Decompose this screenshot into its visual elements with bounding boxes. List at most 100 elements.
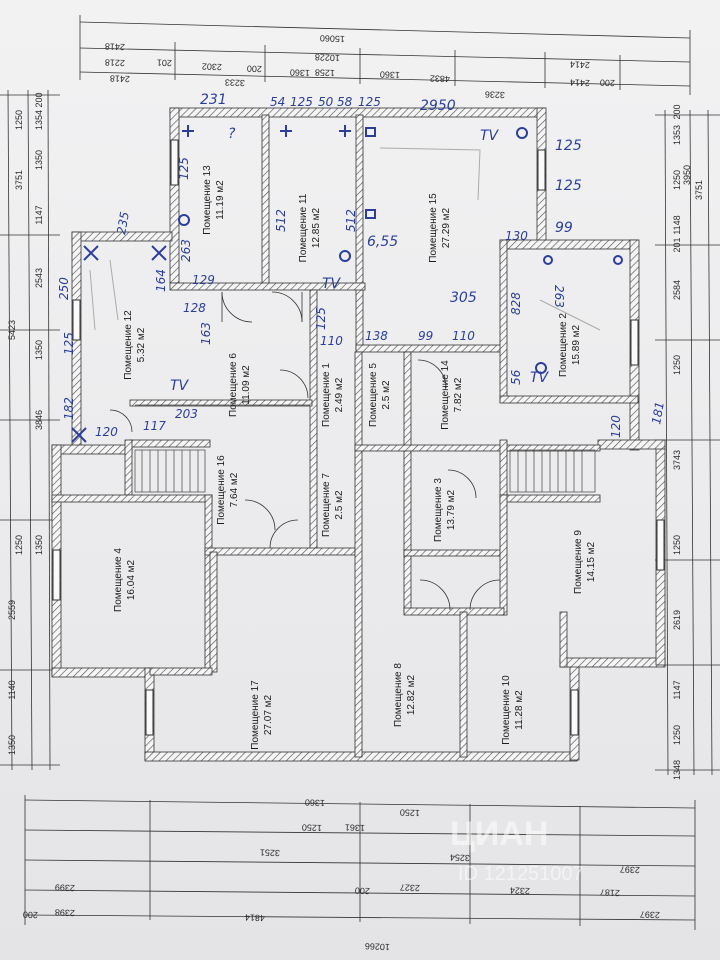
- svg-text:Помещение 13: Помещение 13: [202, 165, 213, 235]
- svg-text:50: 50: [318, 95, 334, 109]
- svg-text:235: 235: [114, 211, 132, 236]
- svg-text:163: 163: [199, 322, 213, 345]
- svg-text:203: 203: [175, 407, 198, 421]
- svg-text:1354: 1354: [34, 110, 44, 130]
- svg-text:1350: 1350: [34, 340, 44, 360]
- svg-text:1250: 1250: [14, 535, 24, 555]
- svg-text:TV: TV: [170, 378, 190, 394]
- svg-text:2.5 м2: 2.5 м2: [381, 380, 392, 410]
- svg-text:3751: 3751: [694, 180, 704, 200]
- svg-text:125: 125: [290, 95, 313, 109]
- svg-text:4832: 4832: [430, 73, 450, 84]
- svg-text:TV: TV: [322, 276, 342, 292]
- svg-text:Помещение 14: Помещение 14: [440, 360, 451, 430]
- svg-text:3254: 3254: [450, 852, 470, 863]
- svg-text:110: 110: [320, 334, 343, 348]
- svg-text:14.15 м2: 14.15 м2: [586, 541, 597, 582]
- svg-text:1250: 1250: [672, 535, 682, 555]
- svg-text:Помещение 16: Помещение 16: [216, 455, 227, 525]
- svg-text:2302: 2302: [202, 61, 222, 72]
- svg-text:10228: 10228: [315, 52, 340, 63]
- svg-text:7.82 м2: 7.82 м2: [453, 377, 464, 412]
- walls: [51, 107, 666, 762]
- svg-text:1350: 1350: [34, 150, 44, 170]
- svg-text:Помещение 10: Помещение 10: [501, 675, 512, 745]
- svg-text:1147: 1147: [34, 205, 44, 224]
- door-swings: [109, 291, 501, 611]
- svg-text:2543: 2543: [34, 268, 44, 288]
- svg-text:2414: 2414: [570, 59, 590, 70]
- svg-text:1348: 1348: [672, 760, 682, 780]
- svg-text:?: ?: [228, 126, 236, 142]
- svg-text:11.09 м2: 11.09 м2: [241, 365, 252, 405]
- svg-text:1250: 1250: [302, 822, 322, 833]
- svg-text:5.32 м2: 5.32 м2: [136, 327, 147, 362]
- svg-text:1360: 1360: [305, 797, 325, 808]
- stairs-left: [134, 404, 310, 493]
- dimension-lines-right: [655, 109, 720, 776]
- svg-text:3236: 3236: [485, 89, 505, 100]
- svg-text:128: 128: [183, 301, 206, 315]
- svg-text:1350: 1350: [7, 735, 17, 755]
- svg-text:10266: 10266: [365, 941, 390, 952]
- svg-text:263: 263: [552, 285, 566, 308]
- svg-text:Помещение 1: Помещение 1: [321, 363, 332, 427]
- dimension-lines-left: [0, 89, 60, 771]
- svg-text:Помещение 3: Помещение 3: [433, 478, 444, 542]
- svg-text:Помещение 5: Помещение 5: [368, 363, 379, 427]
- dimension-lines-bottom: [24, 795, 696, 930]
- svg-text:Помещение 4: Помещение 4: [113, 548, 124, 612]
- svg-text:56: 56: [509, 369, 523, 385]
- svg-text:110: 110: [452, 329, 475, 343]
- svg-text:3950: 3950: [682, 165, 692, 185]
- svg-text:16.04 м2: 16.04 м2: [126, 559, 137, 600]
- svg-text:129: 129: [192, 273, 215, 287]
- svg-text:99: 99: [555, 220, 573, 236]
- svg-text:5423: 5423: [7, 320, 17, 340]
- svg-text:1250: 1250: [400, 807, 420, 818]
- svg-text:2950: 2950: [420, 98, 456, 114]
- svg-text:2418: 2418: [105, 41, 125, 52]
- svg-text:1360: 1360: [290, 67, 310, 78]
- svg-text:1250: 1250: [672, 355, 682, 375]
- svg-text:2187: 2187: [600, 887, 620, 898]
- svg-text:1353: 1353: [672, 125, 682, 145]
- svg-text:Помещение 15: Помещение 15: [428, 193, 439, 263]
- svg-text:Помещение 11: Помещение 11: [298, 193, 309, 262]
- svg-text:ЦИАН: ЦИАН: [450, 815, 548, 853]
- dimension-labels-left: 3751 1250 1350 1147 2543 5423 1350 3846 …: [7, 92, 44, 755]
- handwritten-marks: [71, 125, 623, 443]
- svg-text:125: 125: [314, 307, 328, 330]
- svg-text:200: 200: [247, 63, 262, 74]
- dimension-labels-top: 15060 10228 2418 2218 201 3233 200 2302 …: [105, 33, 615, 100]
- svg-text:1361: 1361: [345, 822, 365, 833]
- svg-text:Помещение 9: Помещение 9: [573, 530, 584, 594]
- svg-text:2327: 2327: [400, 882, 420, 893]
- svg-text:201: 201: [157, 57, 172, 68]
- stairs-right: [509, 449, 596, 493]
- svg-text:1360: 1360: [380, 69, 400, 80]
- svg-text:3251: 3251: [260, 847, 280, 858]
- svg-text:Помещение 8: Помещение 8: [393, 663, 404, 727]
- pencil-sketch: [89, 147, 601, 331]
- svg-text:Помещение 17: Помещение 17: [250, 680, 261, 750]
- svg-text:2324: 2324: [510, 885, 530, 896]
- svg-text:512: 512: [274, 209, 288, 232]
- svg-text:3743: 3743: [672, 450, 682, 470]
- svg-text:3846: 3846: [34, 410, 44, 430]
- svg-text:130: 130: [505, 229, 528, 243]
- svg-text:TV: TV: [480, 128, 500, 144]
- svg-text:2.49 м2: 2.49 м2: [334, 377, 345, 412]
- svg-text:4814: 4814: [245, 912, 265, 923]
- svg-text:3233: 3233: [225, 77, 245, 88]
- svg-text:2398: 2398: [55, 907, 75, 918]
